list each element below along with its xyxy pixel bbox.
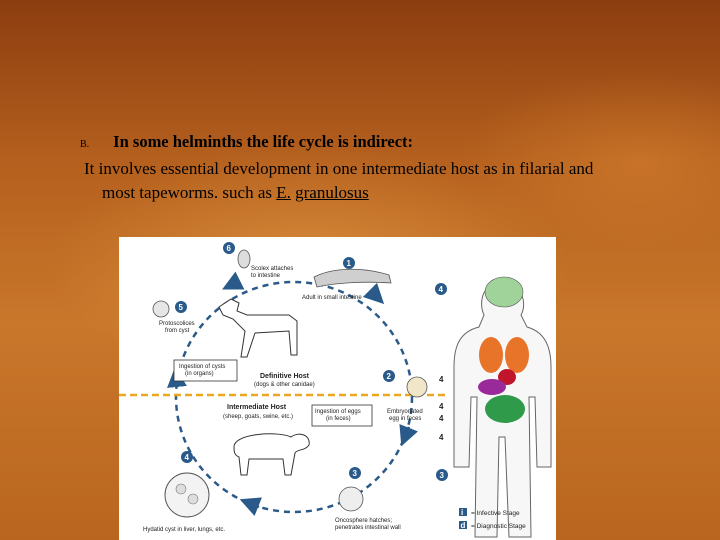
intestine-illustration: [485, 395, 525, 423]
egg-illustration: [406, 376, 428, 398]
legend-diagnostic-label: = Diagnostic Stage: [471, 523, 526, 530]
body-mark-4: 4: [439, 402, 444, 411]
species-name: granulosus: [295, 183, 369, 202]
cycle-arrow: [362, 282, 385, 305]
body-mark-badge: [435, 283, 447, 295]
legend-diagnostic-mark: d: [461, 521, 466, 530]
adult-label: Adult in small intestine: [302, 295, 362, 301]
body-mark-3: 3: [440, 471, 445, 480]
protoscolex-illustration: [152, 300, 170, 318]
brain-illustration: [484, 276, 524, 308]
definitive-host-sub: (dogs & other canidae): [254, 382, 315, 388]
definitive-host-label: Definitive Host: [260, 373, 310, 380]
species-genus: E.: [276, 183, 291, 202]
stage-badge-6: [223, 242, 235, 254]
legend-infective-label: = Infective Stage: [471, 510, 520, 517]
stage-badge-5: [175, 301, 187, 313]
stage-badge-2: [383, 370, 395, 382]
body-line-2: most tapeworms. such as E. granulosus: [80, 181, 700, 205]
stage-number-6: 6: [227, 244, 232, 253]
stage-number-4: 4: [185, 453, 190, 462]
ingestion-eggs-box: [311, 404, 373, 427]
lung-left-illustration: [479, 337, 503, 373]
human-body-illustration: [453, 276, 552, 538]
body-mark-badge: [436, 469, 448, 481]
liver-illustration: [478, 379, 506, 395]
intermediate-host-label: Intermediate Host: [227, 404, 287, 411]
daughter-cyst-illustration: [187, 493, 199, 505]
oncosphere-illustration: [338, 486, 364, 512]
body-line-1: It involves essential development in one…: [84, 159, 594, 178]
legend-infective-mark: i: [461, 508, 463, 517]
daughter-cyst-illustration: [175, 483, 187, 495]
hydatid-label: Hydatid cyst in liver, lungs, etc.: [143, 527, 225, 533]
oncosphere-label: Oncosphere hatches;penetrates intestinal…: [335, 518, 401, 531]
stage-badge-3: [349, 467, 361, 479]
ingestion-cysts-label: Ingestion of cysts(in organs): [179, 364, 225, 377]
scolex-illustration: [237, 249, 251, 269]
cycle-arrow: [239, 497, 262, 516]
hydatid-cyst-illustration: [164, 472, 210, 518]
cycle-path: [174, 280, 414, 514]
sheep-illustration: [233, 433, 310, 476]
heart-illustration: [498, 369, 516, 385]
cycle-arrow: [399, 424, 418, 447]
lung-right-illustration: [505, 337, 529, 373]
body-mark-4: 4: [439, 414, 444, 423]
legend-diagnostic-swatch: [459, 521, 467, 529]
stage-number-2: 2: [387, 372, 392, 381]
stage-number-1: 1: [347, 259, 352, 268]
adult-worm-illustration: [313, 268, 392, 288]
stage-badge-1: [343, 257, 355, 269]
body-mark-4: 4: [439, 285, 444, 294]
dog-illustration: [218, 298, 298, 358]
stage-badge-4: [181, 451, 193, 463]
slide-text: B. In some helminths the life cycle is in…: [80, 130, 700, 205]
ingestion-cysts-box: [173, 359, 238, 382]
stage-number-5: 5: [179, 303, 184, 312]
intermediate-host-sub: (sheep, goats, swine, etc.): [223, 414, 293, 420]
heading: In some helminths the life cycle is indi…: [113, 132, 414, 151]
body-mark-4: 4: [439, 375, 444, 384]
legend-infective-swatch: [459, 508, 467, 516]
body-mark-4: 4: [439, 433, 444, 442]
stage-number-3: 3: [353, 469, 358, 478]
heading-line: B. In some helminths the life cycle is in…: [80, 130, 700, 157]
cycle-arrow: [222, 271, 245, 290]
list-marker: B.: [80, 139, 90, 150]
body-prefix: most tapeworms. such as: [102, 183, 277, 202]
ingestion-eggs-label: Ingestion of eggs(in feces): [315, 409, 361, 422]
